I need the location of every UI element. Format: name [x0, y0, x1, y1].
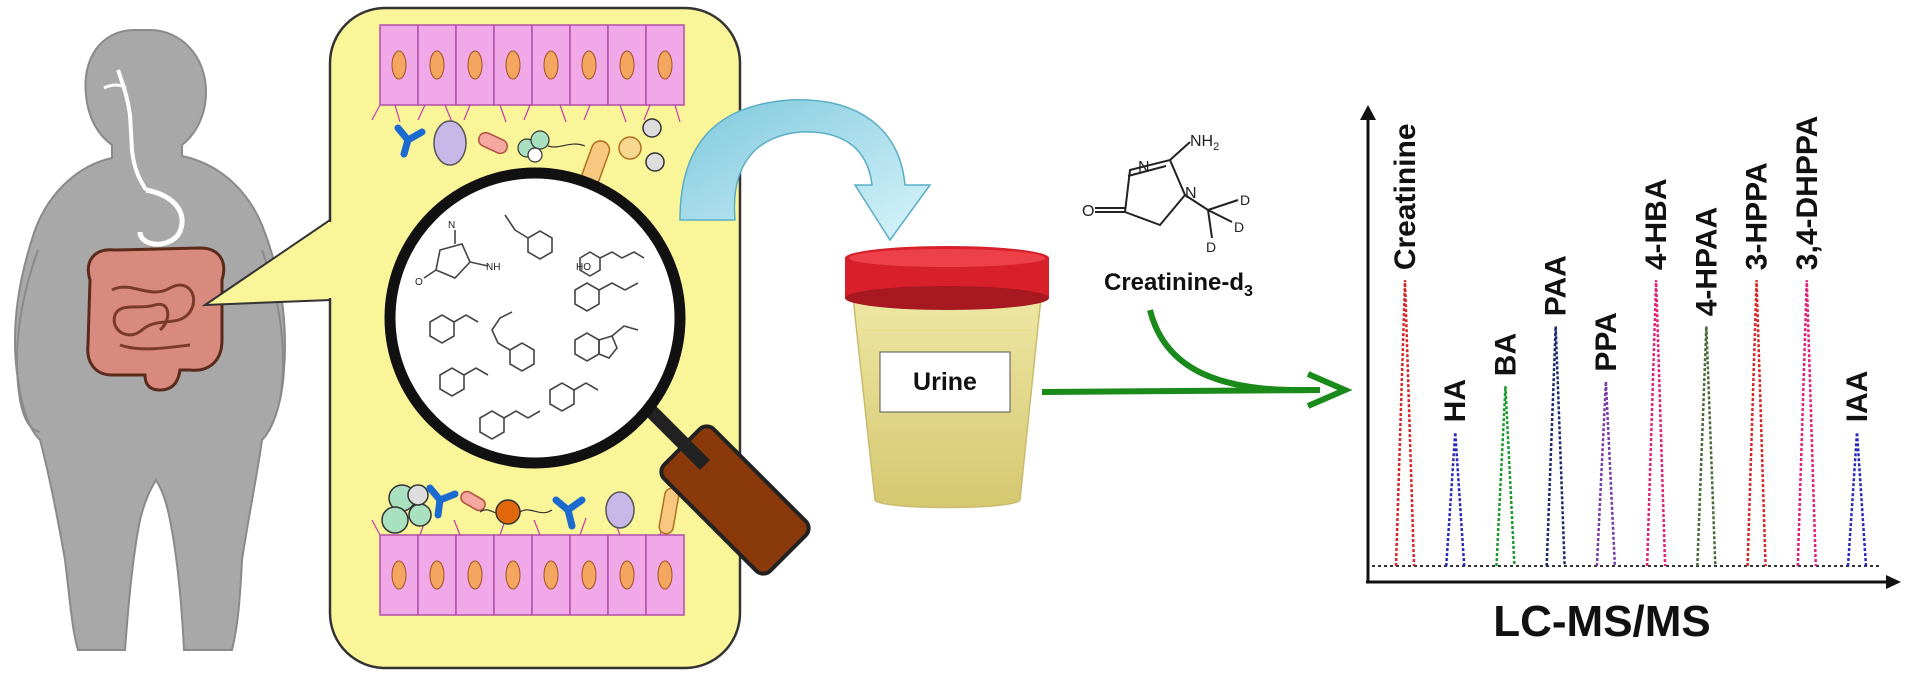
creatinine-d3-structure [1095, 141, 1239, 239]
atom-n2: N [1185, 185, 1197, 202]
curved-arrow-to-urine [679, 99, 932, 242]
peak-4-hba [1645, 280, 1667, 567]
epithelial-cell [569, 24, 609, 106]
epithelial-cell [569, 534, 609, 616]
atom-d1: D [1240, 192, 1250, 208]
peak-ba [1495, 386, 1516, 567]
epithelial-cells-top [379, 24, 685, 106]
antibody-icon [552, 496, 586, 530]
metabolite-atom-labels: N NH O HO [415, 220, 591, 288]
peak-ppa [1595, 381, 1617, 567]
atom-d3: D [1206, 239, 1216, 255]
svg-text:N: N [448, 220, 455, 231]
atom-nh2: NH2 [1190, 133, 1219, 153]
microvilli-top [371, 104, 681, 123]
epithelial-cell [493, 24, 533, 106]
epithelial-cell [493, 534, 533, 616]
epithelial-cell [417, 534, 457, 616]
epithelial-cell [455, 24, 495, 106]
peak-label-3-4-dhppa: 3,4-DHPPA [1791, 116, 1824, 270]
peak-3-hppa [1746, 280, 1767, 567]
epithelial-cell [455, 534, 495, 616]
peak-label-ha: HA [1439, 379, 1472, 422]
antibody-icon [394, 124, 426, 158]
peak-4-hpaa [1696, 326, 1717, 567]
peak-label-ppa: PPA [1590, 312, 1623, 371]
green-arrowhead [1306, 371, 1353, 409]
svg-text:NH: NH [486, 262, 500, 273]
peak-ha [1444, 432, 1466, 567]
epithelial-cell [607, 534, 647, 616]
peak-label-iaa: IAA [1841, 371, 1874, 423]
green-arrow-standard [1147, 309, 1311, 394]
peak-label-3-hppa: 3-HPPA [1741, 162, 1774, 270]
epithelial-cell [607, 24, 647, 106]
green-arrow-sample [1041, 387, 1321, 395]
epithelial-cell [379, 534, 419, 616]
epithelial-cells-bottom [379, 534, 685, 616]
peak-label-4-hpaa: 4-HPAA [1690, 207, 1723, 316]
peak-3-4-dhppa [1796, 280, 1818, 567]
peak-label-4-hba: 4-HBA [1640, 179, 1673, 271]
epithelial-cell [645, 534, 685, 616]
atom-o: O [1082, 203, 1094, 220]
peak-iaa [1846, 432, 1868, 567]
intestine-illustration [86, 246, 226, 392]
chromatogram-axes [1360, 105, 1901, 589]
urine-label: Urine [913, 368, 977, 396]
metabolite-structures [423, 214, 645, 440]
antibody-icon [426, 484, 459, 519]
peak-creatinine [1394, 280, 1416, 567]
epithelial-cell [531, 534, 571, 616]
svg-text:HO: HO [576, 262, 591, 273]
epithelial-cell [379, 24, 419, 106]
atom-d2: D [1234, 219, 1244, 235]
epithelial-cell [417, 24, 457, 106]
peak-paa [1545, 326, 1566, 567]
atom-n1: N [1138, 159, 1150, 176]
epithelial-cell [531, 24, 571, 106]
peak-label-paa: PAA [1540, 255, 1573, 316]
creatinine-d3-atoms: N N O NH2 D D D [1082, 133, 1250, 255]
epithelial-cell [645, 24, 685, 106]
peak-label-creatinine: Creatinine [1389, 123, 1422, 270]
bacteria-cluster-top [394, 118, 665, 190]
svg-text:O: O [415, 277, 423, 288]
peak-label-ba: BA [1489, 333, 1522, 376]
urine-label-box [879, 351, 1011, 413]
internal-standard-label: Creatinine-d3 [1104, 269, 1253, 300]
chromatogram-xlabel: LC-MS/MS [1493, 597, 1711, 646]
bacteria-cluster-bottom [381, 484, 680, 535]
